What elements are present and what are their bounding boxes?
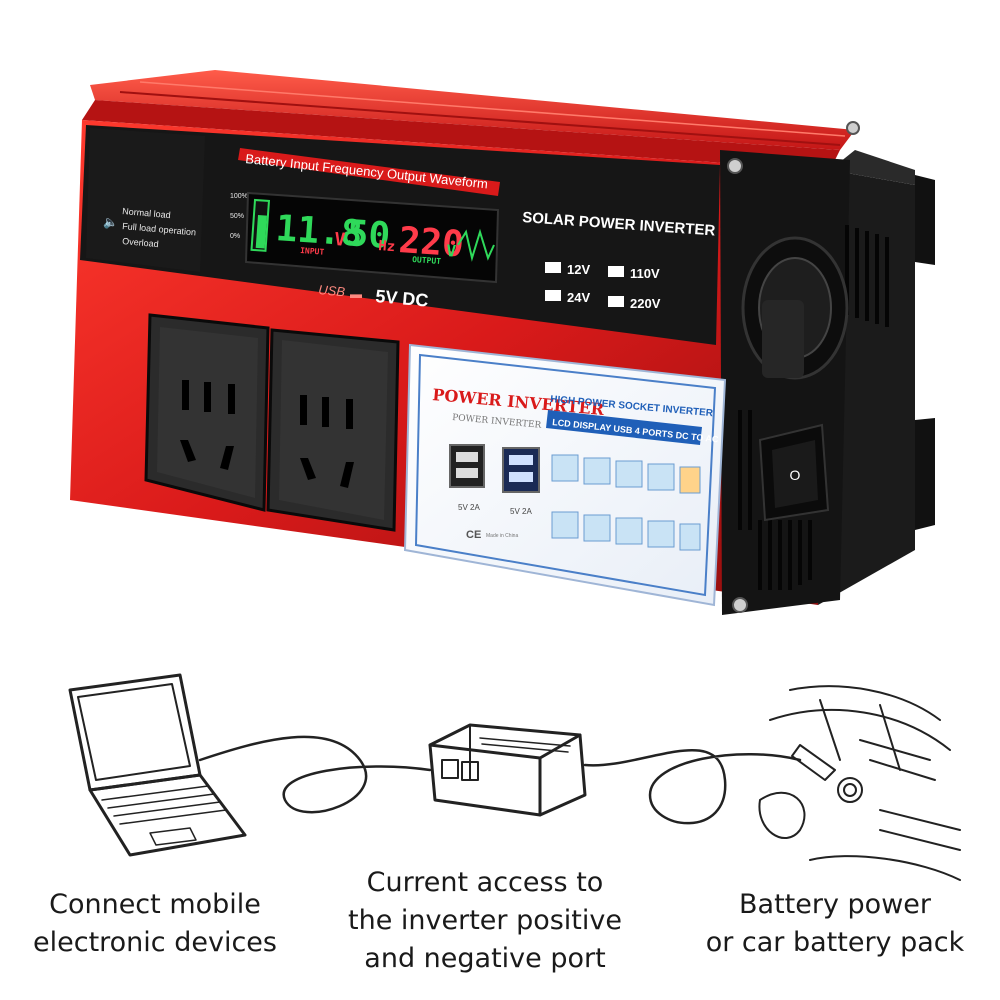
- checkbox-24v: [545, 290, 561, 301]
- lcd-output-label: OUTPUT: [412, 255, 442, 266]
- voltage-12v: 12V: [567, 262, 590, 277]
- car-interior-icon: [758, 685, 961, 881]
- bar-50: 50%: [230, 213, 244, 220]
- usb-port-1: [449, 444, 485, 488]
- lcd-input-value: 11.8: [274, 208, 363, 255]
- caption-left: Connect mobile electronic devices: [20, 886, 290, 962]
- caption-center-line-3: and negative port: [364, 943, 606, 974]
- ce-mark: CE: [466, 529, 481, 541]
- car-socket: [741, 236, 849, 380]
- appliance-thumbnails: [551, 454, 701, 551]
- usb-spec-text: 5V DC: [375, 286, 430, 311]
- ac-outlet-2: [266, 328, 400, 532]
- caption-center-line-1: Current access to: [366, 867, 604, 898]
- caption-right-line-2: or car battery pack: [705, 927, 965, 958]
- lcd-frequency-unit: Hz: [378, 238, 396, 255]
- lcd-output-value: 220: [397, 220, 465, 265]
- usb-rating-2: 5V 2A: [510, 507, 532, 516]
- waveform-icon: [457, 228, 495, 262]
- connection-diagram: [68, 673, 961, 881]
- caption-left-line-1: Connect mobile: [49, 889, 261, 920]
- lcd-output-unit: V: [446, 241, 457, 261]
- legend-normal: Normal load: [122, 206, 171, 220]
- power-switch[interactable]: O: [758, 423, 830, 522]
- usb-rating-1: 5V 2A: [458, 503, 480, 512]
- voltage-24v: 24V: [567, 290, 590, 305]
- checkbox-220v: [608, 296, 624, 307]
- caption-right: Battery power or car battery pack: [690, 886, 980, 962]
- product-sticker: POWER INVERTER POWER INVERTER HIGH POWER…: [403, 343, 727, 607]
- checkbox-110v: [608, 266, 624, 277]
- usb-port-2: [502, 447, 540, 493]
- lcd-frequency-value: 50: [345, 213, 391, 257]
- voltage-220v: 220V: [630, 296, 661, 311]
- bar-0: 0%: [230, 233, 240, 240]
- caption-center-line-2: the inverter positive: [348, 905, 622, 936]
- caption-left-line-2: electronic devices: [33, 927, 277, 958]
- usb-spec: USB ▬ 5V DC: [318, 282, 429, 311]
- usb-label: USB: [318, 282, 346, 299]
- checkbox-12v: [545, 262, 561, 273]
- laptop-icon: [68, 673, 247, 857]
- made-in: Made in China: [486, 533, 518, 539]
- lcd-input-label: INPUT: [300, 246, 325, 257]
- caption-center: Current access to the inverter positive …: [335, 864, 635, 978]
- lcd-display: 11.8 V INPUT 50 Hz 220 V OUTPUT: [244, 191, 500, 284]
- lcd-input-unit: V: [334, 229, 346, 251]
- ac-outlet-1: [144, 313, 270, 512]
- legend-overload: Overload: [122, 236, 159, 249]
- switch-label: O: [790, 467, 801, 483]
- voltage-110v: 110V: [630, 266, 660, 281]
- bar-100: 100%: [230, 193, 248, 200]
- caption-right-line-1: Battery power: [739, 889, 931, 920]
- inverter-sketch-icon: [428, 723, 587, 817]
- usb-plug-icon: ▬: [350, 287, 362, 301]
- speaker-icon: 🔈: [103, 215, 118, 229]
